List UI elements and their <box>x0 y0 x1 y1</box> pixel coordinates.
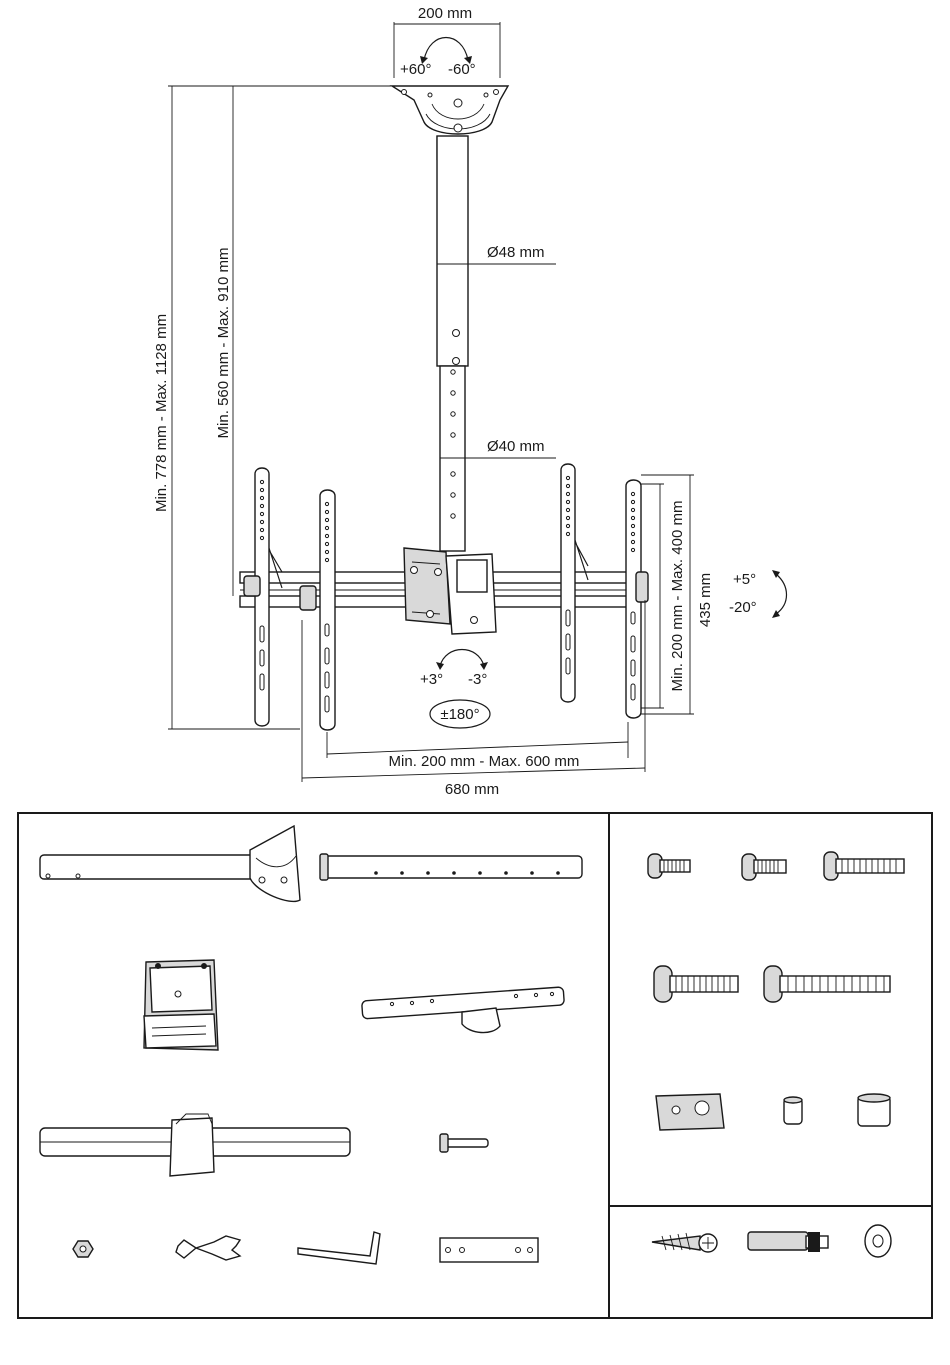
part-nut <box>73 1241 93 1257</box>
bracket-height-label: 435 mm <box>697 573 714 627</box>
part-cross-arm <box>362 987 565 1033</box>
part-connector-plate <box>440 1238 538 1262</box>
part-spanner <box>176 1236 240 1260</box>
assembled-mount-drawing: 200 mm +60° -60° Ø48 mm <box>153 5 787 798</box>
overall-width-label: 680 mm <box>445 781 499 798</box>
part-screw-m6 <box>824 852 904 880</box>
part-spacer-large <box>858 1094 890 1126</box>
part-lower-pole <box>320 854 582 880</box>
rotate-minus-label: -60° <box>448 61 476 78</box>
tilt-plus-label: +5° <box>733 571 756 588</box>
left-tv-bracket-front <box>300 490 335 730</box>
part-washer <box>865 1225 891 1257</box>
part-wood-screw <box>652 1233 717 1252</box>
rotate-plus-label: +60° <box>400 61 431 78</box>
pole-height-label: Min. 560 mm - Max. 910 mm <box>215 248 232 439</box>
part-anchor-bolt <box>748 1232 828 1252</box>
part-square-washer <box>656 1094 724 1130</box>
part-tilt-adapter <box>144 960 218 1050</box>
vesa-width-label: Min. 200 mm - Max. 600 mm <box>389 753 580 770</box>
part-screw-m8-long <box>764 966 890 1002</box>
level-minus-label: -3° <box>468 671 487 688</box>
pole-diameter-upper-label: Ø48 mm <box>487 244 545 261</box>
part-pin <box>440 1134 488 1152</box>
level-plus-label: +3° <box>420 671 443 688</box>
part-allen-key <box>298 1232 380 1264</box>
pole-diameter-lower-label: Ø40 mm <box>487 438 545 455</box>
part-screw-m8-short <box>654 966 738 1002</box>
top-width-label: 200 mm <box>418 5 472 22</box>
tilt-minus-label: -20° <box>729 599 757 616</box>
part-screw-m5 <box>742 854 786 880</box>
part-double-bar-with-clamp <box>40 1114 350 1176</box>
part-upper-pole-with-ceiling-plate <box>40 826 300 901</box>
swivel-label: ±180° <box>440 706 479 723</box>
part-spacer-small <box>784 1097 802 1124</box>
vesa-height-label: Min. 200 mm - Max. 400 mm <box>669 501 686 692</box>
center-clamp <box>404 548 496 634</box>
total-height-label: Min. 778 mm - Max. 1128 mm <box>153 314 170 512</box>
part-screw-m4 <box>648 854 690 878</box>
